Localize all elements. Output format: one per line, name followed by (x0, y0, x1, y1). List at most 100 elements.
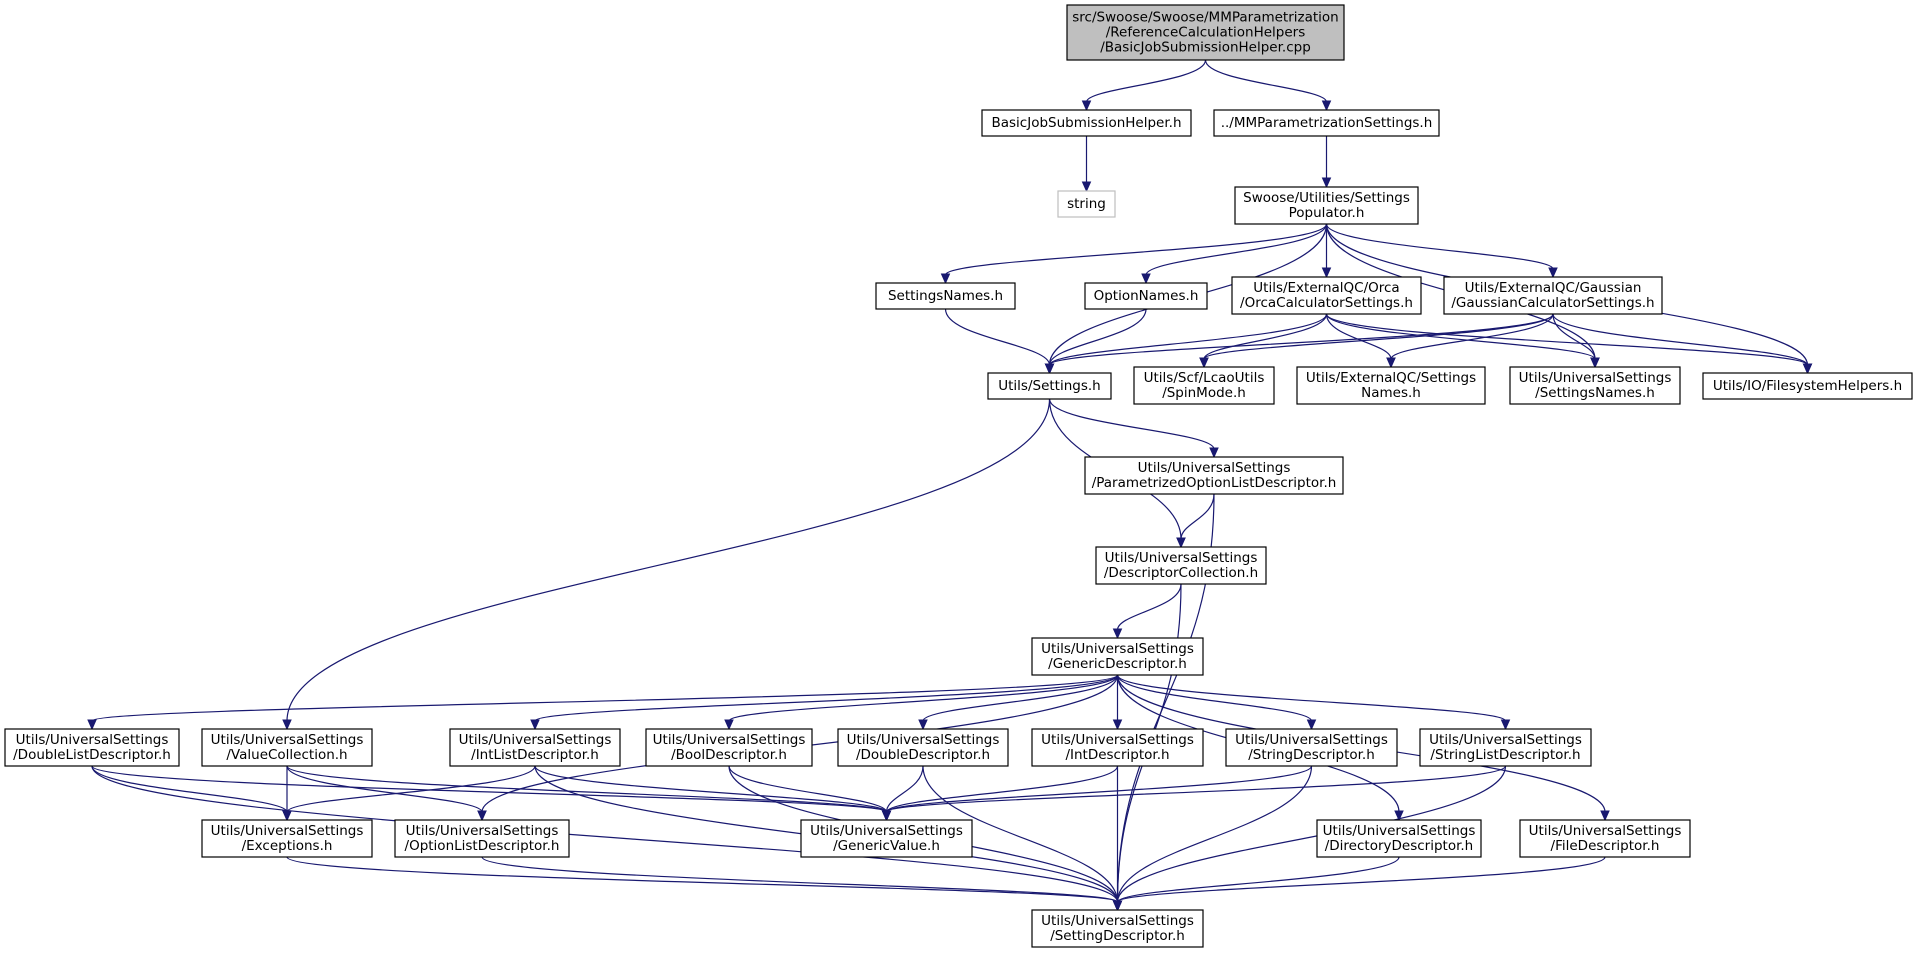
file-node-label: Populator.h (1289, 205, 1365, 221)
dependency-edge-gd-id (1112, 675, 1123, 731)
file-node-sld[interactable]: Utils/UniversalSettings/StringListDescri… (1419, 728, 1592, 767)
file-node-box (1443, 276, 1663, 315)
node-layer: src/Swoose/Swoose/MMParametrization/Refe… (4, 4, 1913, 948)
dependency-edge-gauss-eqsn (1386, 313, 1554, 369)
file-node-dld[interactable]: Utils/UniversalSettings/DoubleListDescri… (4, 728, 180, 767)
file-node-label: /SettingDescriptor.h (1050, 928, 1185, 944)
file-node-vc[interactable]: Utils/UniversalSettings/ValueCollection.… (201, 728, 373, 767)
file-node-ild[interactable]: Utils/UniversalSettings/IntListDescripto… (449, 728, 621, 767)
file-node-ussn[interactable]: Utils/UniversalSettings/SettingsNames.h (1509, 366, 1681, 405)
file-node-box (1133, 366, 1275, 405)
file-node-box (201, 819, 373, 858)
file-node-box (1225, 728, 1398, 767)
edge-layer (87, 59, 1813, 912)
file-node-pold[interactable]: Utils/UniversalSettings/ParametrizedOpti… (1084, 456, 1344, 495)
dependency-edge-root-mmps (1204, 59, 1332, 112)
file-node-label: Utils/UniversalSettings (810, 823, 963, 839)
dependency-edge-orca-fsh (1325, 313, 1813, 375)
file-node-dird[interactable]: Utils/UniversalSettings/DirectoryDescrip… (1316, 819, 1482, 858)
file-node-fsh[interactable]: Utils/IO/FilesystemHelpers.h (1702, 372, 1913, 400)
file-node-box (201, 728, 373, 767)
file-node-box (987, 372, 1112, 400)
file-node-spin[interactable]: Utils/Scf/LcaoUtils/SpinMode.h (1133, 366, 1275, 405)
file-node-sn[interactable]: SettingsNames.h (875, 282, 1016, 310)
file-node-gd[interactable]: Utils/UniversalSettings/GenericDescripto… (1031, 637, 1204, 676)
file-node-label: Utils/UniversalSettings (1323, 823, 1476, 839)
file-node-bd[interactable]: Utils/UniversalSettings/BoolDescriptor.h (645, 728, 813, 767)
dependency-edge-vc-old (286, 765, 487, 822)
file-node-box (875, 282, 1016, 310)
file-node-eqsn[interactable]: Utils/ExternalQC/SettingsNames.h (1296, 366, 1486, 405)
file-node-box (1234, 186, 1419, 225)
dependency-edge-on-settings (1044, 308, 1147, 375)
file-node-label: Utils/ExternalQC/Settings (1306, 370, 1476, 386)
dependency-edge-root-bjsh (1081, 59, 1207, 112)
file-node-id[interactable]: Utils/UniversalSettings/IntDescriptor.h (1031, 728, 1204, 767)
file-node-gv[interactable]: Utils/UniversalSettings/GenericValue.h (800, 819, 973, 858)
file-node-label: ../MMParametrizationSettings.h (1221, 115, 1433, 131)
file-node-label: Utils/UniversalSettings (1235, 732, 1388, 748)
file-node-label: /StringListDescriptor.h (1430, 747, 1580, 763)
file-node-gauss[interactable]: Utils/ExternalQC/Gaussian/GaussianCalcul… (1443, 276, 1663, 315)
file-node-label: string (1067, 196, 1106, 212)
file-node-on[interactable]: OptionNames.h (1084, 282, 1208, 310)
file-node-orca[interactable]: Utils/ExternalQC/Orca/OrcaCalculatorSett… (1231, 276, 1422, 315)
file-node-label: Utils/UniversalSettings (1529, 823, 1682, 839)
file-node-fd[interactable]: Utils/UniversalSettings/FileDescriptor.h (1519, 819, 1691, 858)
file-node-box (1066, 4, 1345, 61)
dependency-edge-dc-gd (1112, 583, 1182, 640)
file-node-label: OptionNames.h (1094, 288, 1199, 304)
file-node-box (1519, 819, 1691, 858)
file-node-box (394, 819, 570, 858)
file-node-label: Utils/UniversalSettings (211, 823, 364, 839)
dependency-edge-settings-pold (1048, 398, 1219, 459)
dependency-edge-id-setd (1112, 766, 1123, 912)
file-node-label: Utils/UniversalSettings (1041, 641, 1194, 657)
file-node-box (449, 728, 621, 767)
file-node-box (1084, 282, 1208, 310)
file-node-label: Utils/ExternalQC/Orca (1253, 280, 1399, 296)
dependency-edge-dld-gv (91, 765, 892, 822)
dependency-edge-gd-dd (918, 674, 1119, 731)
file-node-label: Utils/UniversalSettings (1105, 550, 1258, 566)
file-node-box (1509, 366, 1681, 405)
file-node-box (1095, 546, 1267, 585)
dependency-edge-gd-sld (1116, 674, 1511, 731)
file-node-label: /DirectoryDescriptor.h (1325, 838, 1474, 854)
file-node-dc[interactable]: Utils/UniversalSettings/DescriptorCollec… (1095, 546, 1267, 585)
dependency-edge-exc-setd (286, 856, 1123, 912)
file-node-label: Utils/UniversalSettings (1041, 732, 1194, 748)
dependency-edge-gauss-settings (1044, 313, 1554, 375)
file-node-label: /GenericDescriptor.h (1048, 656, 1187, 672)
file-node-box (1316, 819, 1482, 858)
file-node-exc[interactable]: Utils/UniversalSettings/Exceptions.h (201, 819, 373, 858)
dependency-edge-ild-exc (282, 765, 536, 822)
dependency-edge-orca-spin (1199, 313, 1328, 369)
file-node-label: /ReferenceCalculationHelpers (1106, 25, 1306, 41)
file-node-bjsh[interactable]: BasicJobSubmissionHelper.h (981, 109, 1192, 137)
file-node-label: Swoose/Utilities/Settings (1243, 190, 1410, 206)
file-node-label: /BasicJobSubmissionHelper.cpp (1100, 40, 1311, 56)
file-node-mmps[interactable]: ../MMParametrizationSettings.h (1213, 109, 1440, 137)
file-node-label: /SettingsNames.h (1535, 385, 1655, 401)
dependency-edge-fd-setd (1112, 856, 1606, 912)
file-node-root: src/Swoose/Swoose/MMParametrization/Refe… (1066, 4, 1345, 61)
file-node-dd[interactable]: Utils/UniversalSettings/DoubleDescriptor… (837, 728, 1009, 767)
file-node-box (1213, 109, 1440, 137)
dependency-edge-gd-sd (1116, 674, 1317, 731)
file-node-label: /IntListDescriptor.h (471, 747, 599, 763)
file-node-label: /GaussianCalculatorSettings.h (1451, 295, 1654, 311)
file-node-label: src/Swoose/Swoose/MMParametrization (1072, 10, 1339, 26)
file-node-label: Utils/UniversalSettings (406, 823, 559, 839)
file-node-label: /ValueCollection.h (226, 747, 347, 763)
file-node-settings[interactable]: Utils/Settings.h (987, 372, 1112, 400)
dependency-edge-bjsh-string (1081, 136, 1092, 193)
file-node-label: /IntDescriptor.h (1065, 747, 1169, 763)
file-node-sd[interactable]: Utils/UniversalSettings/StringDescriptor… (1225, 728, 1398, 767)
file-node-old[interactable]: Utils/UniversalSettings/OptionListDescri… (394, 819, 570, 858)
file-node-setd[interactable]: Utils/UniversalSettings/SettingDescripto… (1031, 909, 1204, 948)
file-node-label: Utils/Settings.h (998, 378, 1100, 394)
dependency-edge-gd-ild (530, 674, 1119, 731)
file-node-label: /DescriptorCollection.h (1104, 565, 1258, 581)
